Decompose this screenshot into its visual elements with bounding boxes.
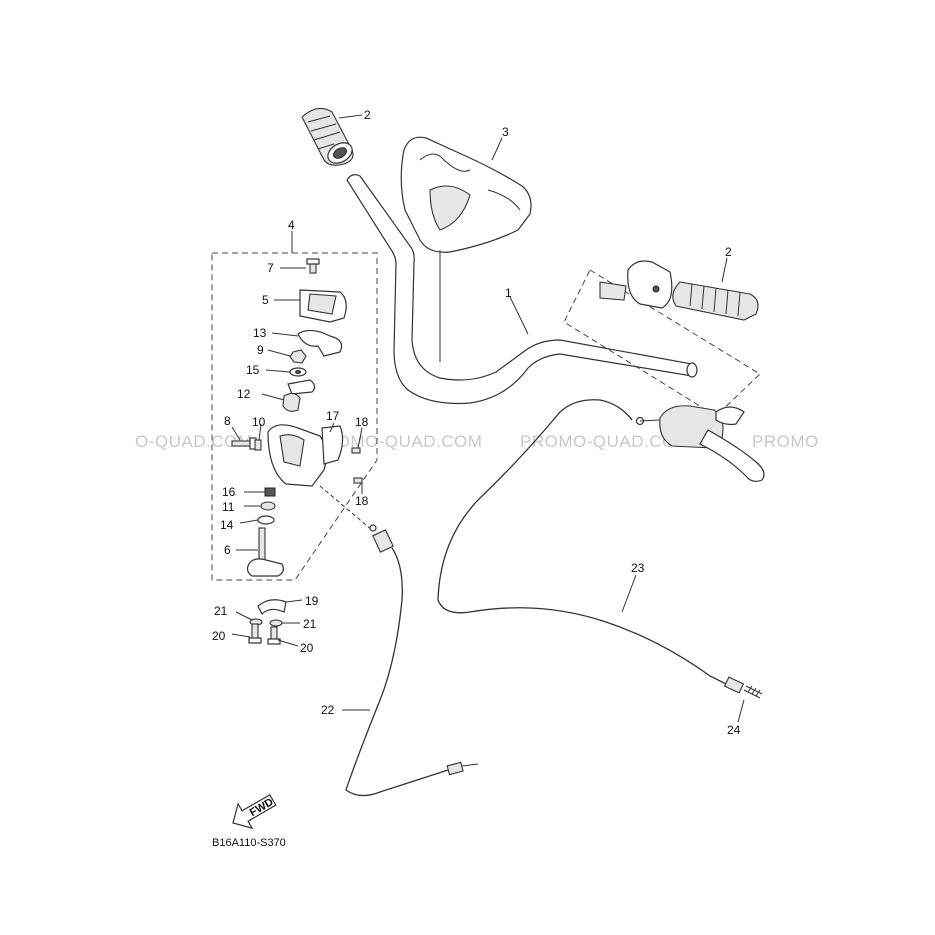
spring-12 (282, 392, 301, 412)
collar-16 (264, 487, 276, 497)
leader-9 (267, 349, 291, 357)
leader-13 (271, 332, 299, 337)
pin-10 (254, 439, 262, 451)
callout-20b: 20 (300, 641, 314, 655)
callout-23: 23 (631, 561, 645, 575)
right-switch-housing (599, 260, 673, 309)
leader-8 (231, 426, 241, 441)
callout-2a: 2 (364, 108, 371, 122)
leader-1 (509, 296, 529, 335)
callout-7: 7 (267, 261, 274, 275)
leader-10 (258, 423, 262, 441)
callout-15: 15 (246, 363, 260, 377)
clamp-19 (257, 599, 287, 616)
callout-21a: 21 (214, 604, 228, 618)
gasket-13 (297, 329, 343, 357)
fwd-label: FWD (248, 796, 276, 819)
callout-19: 19 (305, 594, 319, 608)
throttle-cable-end (369, 524, 394, 553)
leader-20a (231, 633, 251, 638)
screw-20a (248, 623, 262, 644)
screw-7 (306, 258, 320, 274)
cable-23 (437, 399, 731, 687)
washer-14 (257, 515, 275, 525)
callout-9: 9 (257, 343, 264, 357)
throttle-lever-6 (246, 527, 284, 577)
lever-arm (287, 379, 316, 395)
leader-12 (261, 393, 285, 401)
throttle-assembly-box (211, 252, 378, 581)
brake-lever-assembly (635, 405, 765, 482)
callout-12: 12 (237, 387, 251, 401)
cable-22 (345, 547, 449, 797)
callout-10: 10 (252, 415, 266, 429)
callout-20a: 20 (212, 629, 226, 643)
leader-17 (329, 422, 335, 433)
watermark-3: PROMO-QUAD.COM (520, 432, 690, 451)
right-grip (672, 281, 759, 321)
watermark-1: O-QUAD.COM (135, 432, 252, 451)
oring-11 (260, 501, 276, 511)
callout-18a: 18 (355, 415, 369, 429)
leader-15 (265, 369, 291, 373)
callout-16: 16 (222, 485, 236, 499)
leader-24 (737, 699, 745, 723)
cable-adjuster (723, 676, 763, 699)
leader-3 (491, 137, 503, 161)
callout-8: 8 (224, 414, 231, 428)
callout-18b: 18 (355, 494, 369, 508)
watermark-2: PROMO-QUAD.COM (312, 432, 482, 451)
leader-21a (235, 611, 253, 621)
screw-20b (267, 626, 281, 645)
callout-13: 13 (253, 326, 267, 340)
callout-2b: 2 (725, 245, 732, 259)
callout-21b: 21 (303, 617, 317, 631)
diagram-code: B16A110-S370 (212, 837, 286, 849)
leader-14 (239, 519, 259, 524)
watermark-4: PROMO (752, 432, 819, 451)
cable-22-end (446, 761, 479, 776)
nut-9 (289, 349, 307, 364)
leader-18a (357, 427, 363, 449)
callout-5: 5 (262, 293, 269, 307)
callout-22: 22 (321, 703, 335, 717)
callout-17: 17 (326, 409, 340, 423)
leader-2a (338, 114, 363, 119)
screw-18a (351, 447, 361, 454)
leader-20b (277, 639, 299, 647)
leader-2b (721, 257, 728, 283)
left-grip (301, 107, 354, 166)
fwd-arrow-icon: FWD (232, 793, 277, 830)
leader-19 (285, 599, 303, 603)
callout-24: 24 (727, 723, 741, 737)
washer-21b (269, 619, 283, 627)
leader-23 (621, 574, 637, 613)
callout-6: 6 (224, 543, 231, 557)
throttle-housing (267, 424, 327, 487)
callout-3: 3 (502, 125, 509, 139)
handlebar-cover (400, 136, 532, 253)
callout-11: 11 (222, 500, 235, 514)
callout-1: 1 (505, 286, 512, 300)
callout-4: 4 (288, 218, 295, 232)
handlebar (346, 174, 698, 405)
housing-cover-17 (321, 425, 344, 465)
callout-14: 14 (220, 518, 234, 532)
screw-18b (353, 477, 363, 484)
